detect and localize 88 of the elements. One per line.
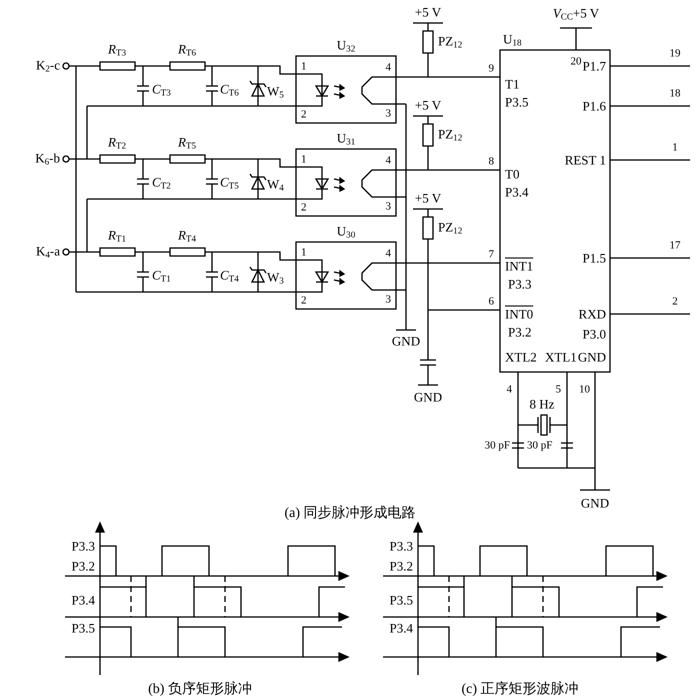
component-label: PZ$_{12}$ <box>438 34 462 50</box>
component-label: R$_{T5}$ <box>178 135 196 151</box>
pin-number: 2 <box>301 296 306 306</box>
signal-label: P3.4 <box>390 622 413 634</box>
supply-label: +5 V <box>414 6 442 18</box>
component-label: PZ$_{12}$ <box>438 127 462 143</box>
pin-number: 18 <box>670 88 680 100</box>
pin-number: 3 <box>386 294 391 306</box>
signal-label: P3.3 <box>72 540 95 552</box>
pin-number: 4 <box>386 62 391 74</box>
component-label: W$_{3}$ <box>267 270 284 286</box>
pin-number: 4 <box>386 248 391 260</box>
signal-label: P3.2 <box>390 560 413 572</box>
ground-label: GND <box>414 390 442 404</box>
component-label: R$_{T1}$ <box>108 228 126 244</box>
terminal-label: K$_{4}$-a <box>36 244 60 260</box>
pin-name: RXD <box>578 308 606 320</box>
supply-label: +5 V <box>414 98 442 112</box>
pin-number: 5 <box>556 384 561 396</box>
component-label: C$_{T6}$ <box>220 82 239 98</box>
component-label: R$_{T2}$ <box>108 135 126 151</box>
signal-label: P3.4 <box>72 594 95 606</box>
pin-number: 19 <box>670 48 680 60</box>
pin-number: 2 <box>672 296 678 308</box>
pin-number: 17 <box>670 240 680 252</box>
signal-label: P3.3 <box>390 540 413 552</box>
pin-name: P3.2 <box>508 326 532 338</box>
frequency-label: 8 Hz <box>530 398 554 410</box>
component-label: W$_{4}$ <box>267 177 284 193</box>
pin-name: T1 <box>505 78 520 90</box>
pin-number: 1 <box>301 154 306 166</box>
pin-name: XTL1 <box>545 350 577 364</box>
signal-label: P3.5 <box>390 594 413 606</box>
pin-name: T0 <box>505 168 520 180</box>
caption: (c) 正序矩形波脉冲 <box>461 683 579 697</box>
component-label: PZ$_{12}$ <box>438 220 462 236</box>
pin-number: 9 <box>488 64 494 74</box>
supply-label: +5 V <box>414 192 442 204</box>
signal-label: P3.2 <box>72 560 95 572</box>
pin-name: P3.3 <box>508 278 532 290</box>
component-label: R$_{T3}$ <box>108 42 126 58</box>
pin-number: 3 <box>386 108 391 120</box>
signal-label: P3.5 <box>72 622 95 634</box>
pin-number: 3 <box>386 202 391 212</box>
component-label: R$_{T6}$ <box>178 42 196 58</box>
pin-name: XTL2 <box>505 350 537 364</box>
pin-number: 4 <box>506 384 512 396</box>
supply-label: V$_{CC}$+5 V <box>552 6 600 22</box>
component-label: U$_{18}$ <box>503 32 522 48</box>
pin-number: 6 <box>488 296 494 308</box>
pin-number: 20 <box>570 56 582 68</box>
terminal-label: K$_{2}$-c <box>36 58 60 74</box>
pin-number: 4 <box>386 156 391 166</box>
pin-name: P3.0 <box>582 328 606 340</box>
pin-number: 1 <box>301 248 306 258</box>
component-label: C$_{T2}$ <box>152 175 171 191</box>
capacitance-label: 30 pF <box>527 440 552 452</box>
pin-name: INT1 <box>505 260 534 272</box>
pin-number: 2 <box>301 202 306 214</box>
pin-number: 7 <box>488 250 494 260</box>
capacitance-label: 30 pF <box>484 440 510 452</box>
caption: (b) 负序矩形脉冲 <box>148 683 252 697</box>
component-label: U$_{32}$ <box>336 38 356 54</box>
component-label: C$_{T1}$ <box>152 268 171 284</box>
component-label: R$_{T4}$ <box>178 228 196 244</box>
pin-name: P1.7 <box>582 60 606 72</box>
pin-name: GND <box>578 350 606 364</box>
component-label: C$_{T5}$ <box>220 175 239 191</box>
caption: (a) 同步脉冲形成电路 <box>284 507 416 521</box>
pin-number: 8 <box>488 156 494 168</box>
component-label: W$_{5}$ <box>267 84 284 100</box>
pin-number: 1 <box>301 62 306 72</box>
pin-name: P3.4 <box>505 186 528 198</box>
ground-label: GND <box>580 496 610 510</box>
pin-name: P1.5 <box>582 252 606 264</box>
pin-name: P1.6 <box>582 100 606 112</box>
component-label: C$_{T4}$ <box>220 268 239 284</box>
component-label: C$_{T3}$ <box>152 82 171 98</box>
terminal-label: K$_{6}$-b <box>35 151 60 167</box>
ground-label: GND <box>392 334 420 348</box>
pin-name: REST 1 <box>564 154 606 166</box>
pin-name: INT0 <box>505 308 534 320</box>
pin-number: 1 <box>672 142 678 154</box>
pin-name: P3.5 <box>505 96 528 108</box>
component-label: U$_{30}$ <box>336 224 356 240</box>
component-label: U$_{31}$ <box>336 131 356 147</box>
pin-number: 10 <box>579 384 590 396</box>
pin-number: 2 <box>301 110 306 120</box>
